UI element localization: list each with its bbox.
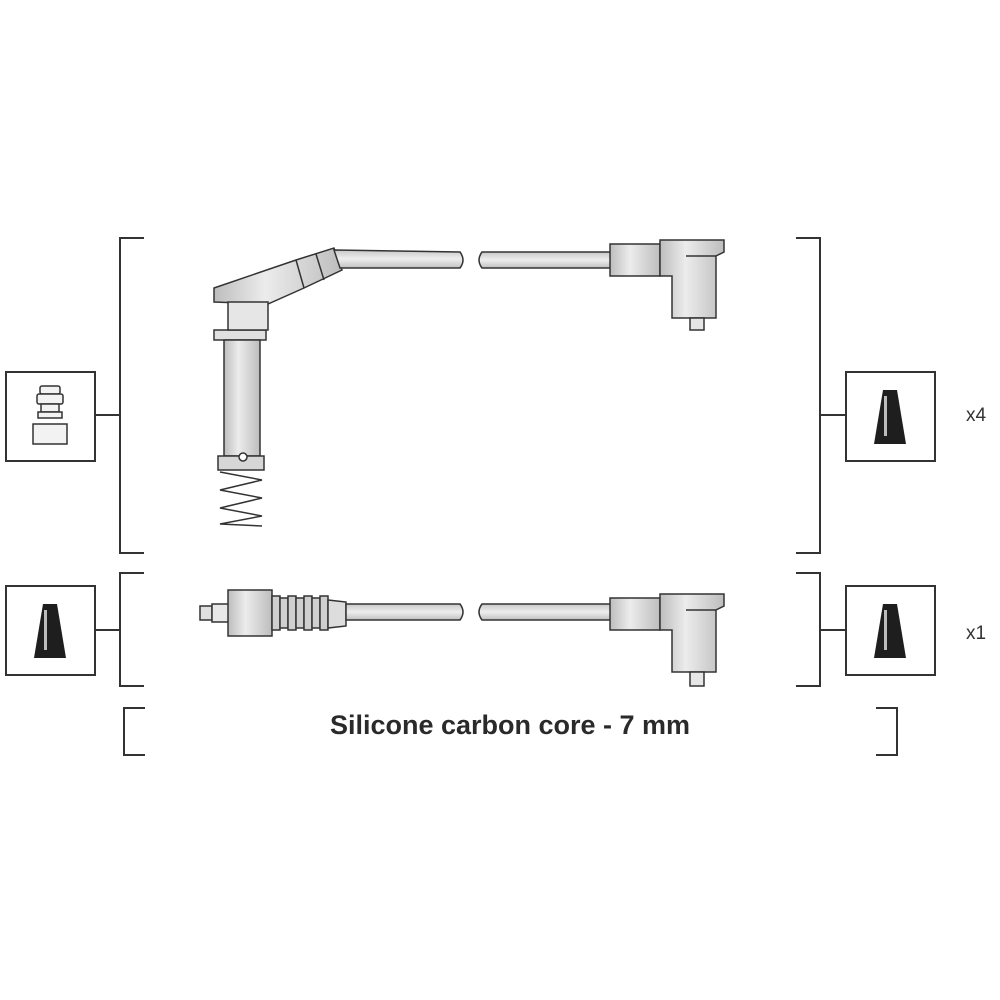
- caption-bracket-left: [123, 707, 145, 756]
- spark-plug-connector-icon: [5, 371, 96, 462]
- cone-terminal-icon: [5, 585, 96, 676]
- quantity-label-bottom: x1: [966, 623, 987, 644]
- left-bottom-bracket: [96, 572, 144, 687]
- right-bottom-bracket: [796, 572, 846, 687]
- bottom-ignition-cable: [199, 589, 725, 687]
- left-top-bracket: [96, 237, 144, 554]
- cone-terminal-icon: [845, 371, 936, 462]
- cone-terminal-icon: [845, 585, 936, 676]
- top-ignition-cable: [213, 239, 725, 527]
- quantity-label-top: x4: [966, 405, 987, 426]
- caption-bracket-right: [876, 707, 898, 756]
- right-top-bracket: [796, 237, 846, 554]
- spec-caption: Silicone carbon core - 7 mm: [329, 710, 691, 740]
